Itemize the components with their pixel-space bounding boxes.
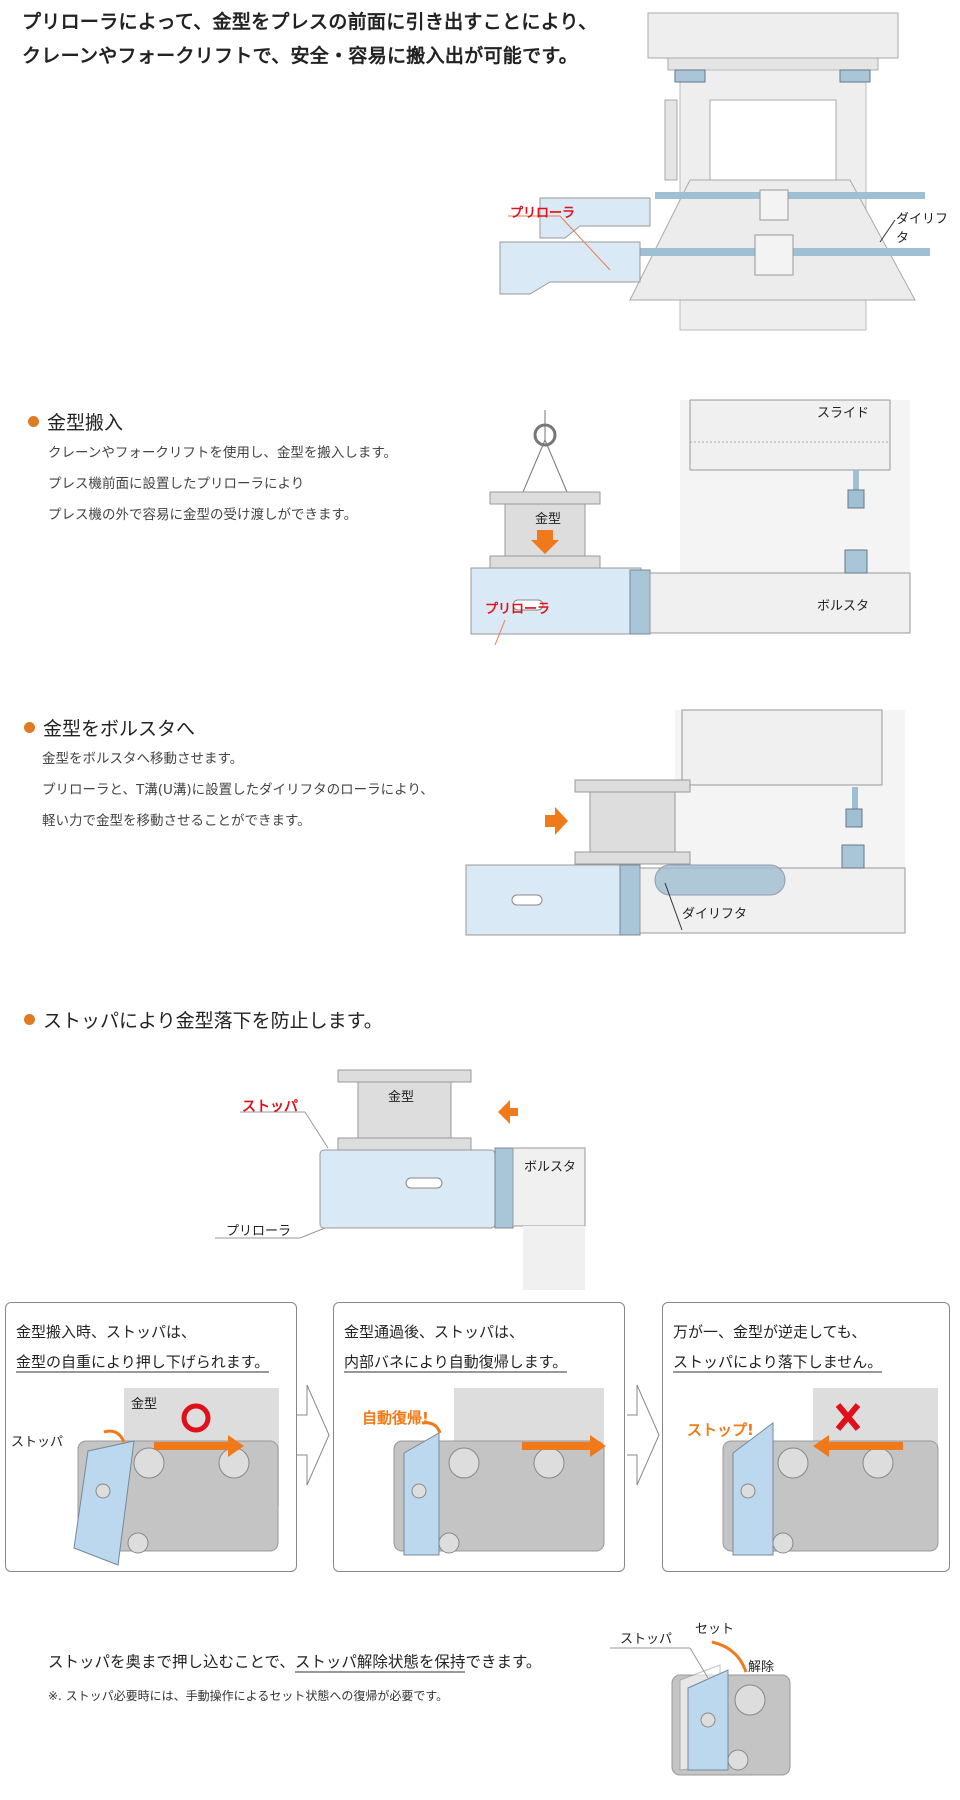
section-title: 金型をボルスタへ: [43, 718, 196, 740]
bottom-text-end: できます。: [465, 1653, 542, 1671]
bullet-icon: [28, 416, 39, 427]
panel-auto-return: 金型通過後、ストッパは、内部バネにより自動復帰します。 自動復帰!: [333, 1302, 625, 1572]
label-preroller: プリローラ: [226, 1224, 292, 1239]
label-die: 金型: [535, 512, 562, 527]
stopper-release-illustration: [610, 1640, 791, 1776]
label-dielifter: ダイリフタ: [896, 212, 949, 246]
text-line: クレーンやフォークリフトを使用し、金型を搬入します。: [48, 445, 397, 461]
callout-auto-return: 自動復帰!: [362, 1409, 429, 1427]
label-preroller: プリローラ: [485, 602, 551, 617]
label-set: セット: [695, 1622, 735, 1637]
to-bolster-illustration: [465, 709, 906, 936]
panel-line-1: 金型通過後、ストッパは、: [344, 1323, 525, 1341]
stopper-release-figure: ストッパ セット 解除: [610, 1620, 810, 1790]
arrow-next-icon: [297, 1384, 330, 1486]
bullet-icon: [24, 722, 35, 733]
panel-loading-illustration: [73, 1388, 279, 1566]
intro-line-1: プリローラによって、金型をプレスの前面に引き出すことにより、: [22, 11, 598, 33]
bullet-icon: [24, 1014, 35, 1025]
press-illustration: [499, 12, 930, 331]
label-slide: スライド: [817, 406, 870, 421]
label-release: 解除: [748, 1660, 775, 1675]
panel-loading: 金型搬入時、ストッパは、金型の自重により押し下げられます。 金型 ストッパ: [5, 1302, 297, 1572]
stopper-figure: ストッパ 金型 ボルスタ プリローラ: [215, 1060, 600, 1290]
label-dielifter: ダイリフタ: [682, 907, 748, 922]
panel-line-1: 万が一、金型が逆走しても、: [673, 1323, 867, 1341]
label-preroller: プリローラ: [510, 206, 576, 221]
panel-line-2: ストッパにより落下しません。: [673, 1353, 883, 1373]
intro-line-2: クレーンやフォークリフトで、安全・容易に搬入出が可能です。: [22, 45, 579, 67]
label-die: 金型: [131, 1397, 158, 1412]
panel-line-2: 金型の自重により押し下げられます。: [16, 1353, 270, 1373]
die-loading-illustration: [470, 399, 911, 646]
section-to-bolster-text: 金型をボルスタへ移動させます。 プリローラと、T溝(U溝)に設置したダイリフタの…: [42, 744, 434, 837]
bottom-note: ※. ストッパ必要時には、手動操作によるセット状態への復帰が必要です。: [48, 1689, 449, 1703]
label-stopper: ストッパ: [11, 1435, 64, 1450]
bottom-text-start: ストッパを奥まで押し込むことで、: [48, 1653, 295, 1671]
bottom-text-underlined: ストッパ解除状態を保持: [294, 1653, 466, 1673]
section-title: ストッパにより金型落下を防止します。: [43, 1010, 383, 1032]
section-title: 金型搬入: [47, 412, 124, 434]
label-stopper: ストッパ: [242, 1099, 298, 1115]
section-die-loading-title: 金型搬入: [28, 408, 123, 435]
section-die-loading-text: クレーンやフォークリフトを使用し、金型を搬入します。 プレス機前面に設置したプリ…: [48, 438, 397, 531]
text-line: プレス機の外で容易に金型の受け渡しができます。: [48, 507, 358, 523]
press-overview-figure: プリローラ ダイリフタ: [499, 10, 960, 331]
bottom-text: ストッパを奥まで押し込むことで、ストッパ解除状態を保持できます。: [48, 1650, 542, 1673]
label-bolster: ボルスタ: [524, 1160, 577, 1175]
stopper-illustration: [215, 1069, 586, 1290]
arrow-next-icon: [627, 1384, 660, 1486]
panel-stop-illustration: [722, 1388, 939, 1556]
label-stopper: ストッパ: [620, 1632, 673, 1647]
text-line: プリローラと、T溝(U溝)に設置したダイリフタのローラにより、: [42, 782, 434, 798]
section-stopper-title: ストッパにより金型落下を防止します。: [24, 1006, 383, 1033]
label-die: 金型: [388, 1090, 415, 1105]
label-bolster: ボルスタ: [817, 599, 870, 614]
panel-stop: 万が一、金型が逆走しても、ストッパにより落下しません。 ストップ!: [662, 1302, 950, 1572]
panel-line-1: 金型搬入時、ストッパは、: [16, 1323, 197, 1341]
to-bolster-figure: ダイリフタ: [460, 705, 920, 936]
text-line: プレス機前面に設置したプリローラにより: [48, 476, 305, 492]
panel-line-2: 内部バネにより自動復帰します。: [344, 1353, 568, 1373]
callout-stop: ストップ!: [687, 1421, 754, 1439]
die-loading-figure: スライド 金型 ボルスタ プリローラ: [465, 390, 925, 646]
text-line: 金型をボルスタへ移動させます。: [42, 751, 244, 767]
intro-text: プリローラによって、金型をプレスの前面に引き出すことにより、 クレーンやフォーク…: [22, 5, 597, 73]
text-line: 軽い力で金型を移動させることができます。: [42, 813, 311, 829]
panel-auto-return-illustration: [393, 1388, 606, 1556]
section-to-bolster-title: 金型をボルスタへ: [24, 714, 195, 741]
